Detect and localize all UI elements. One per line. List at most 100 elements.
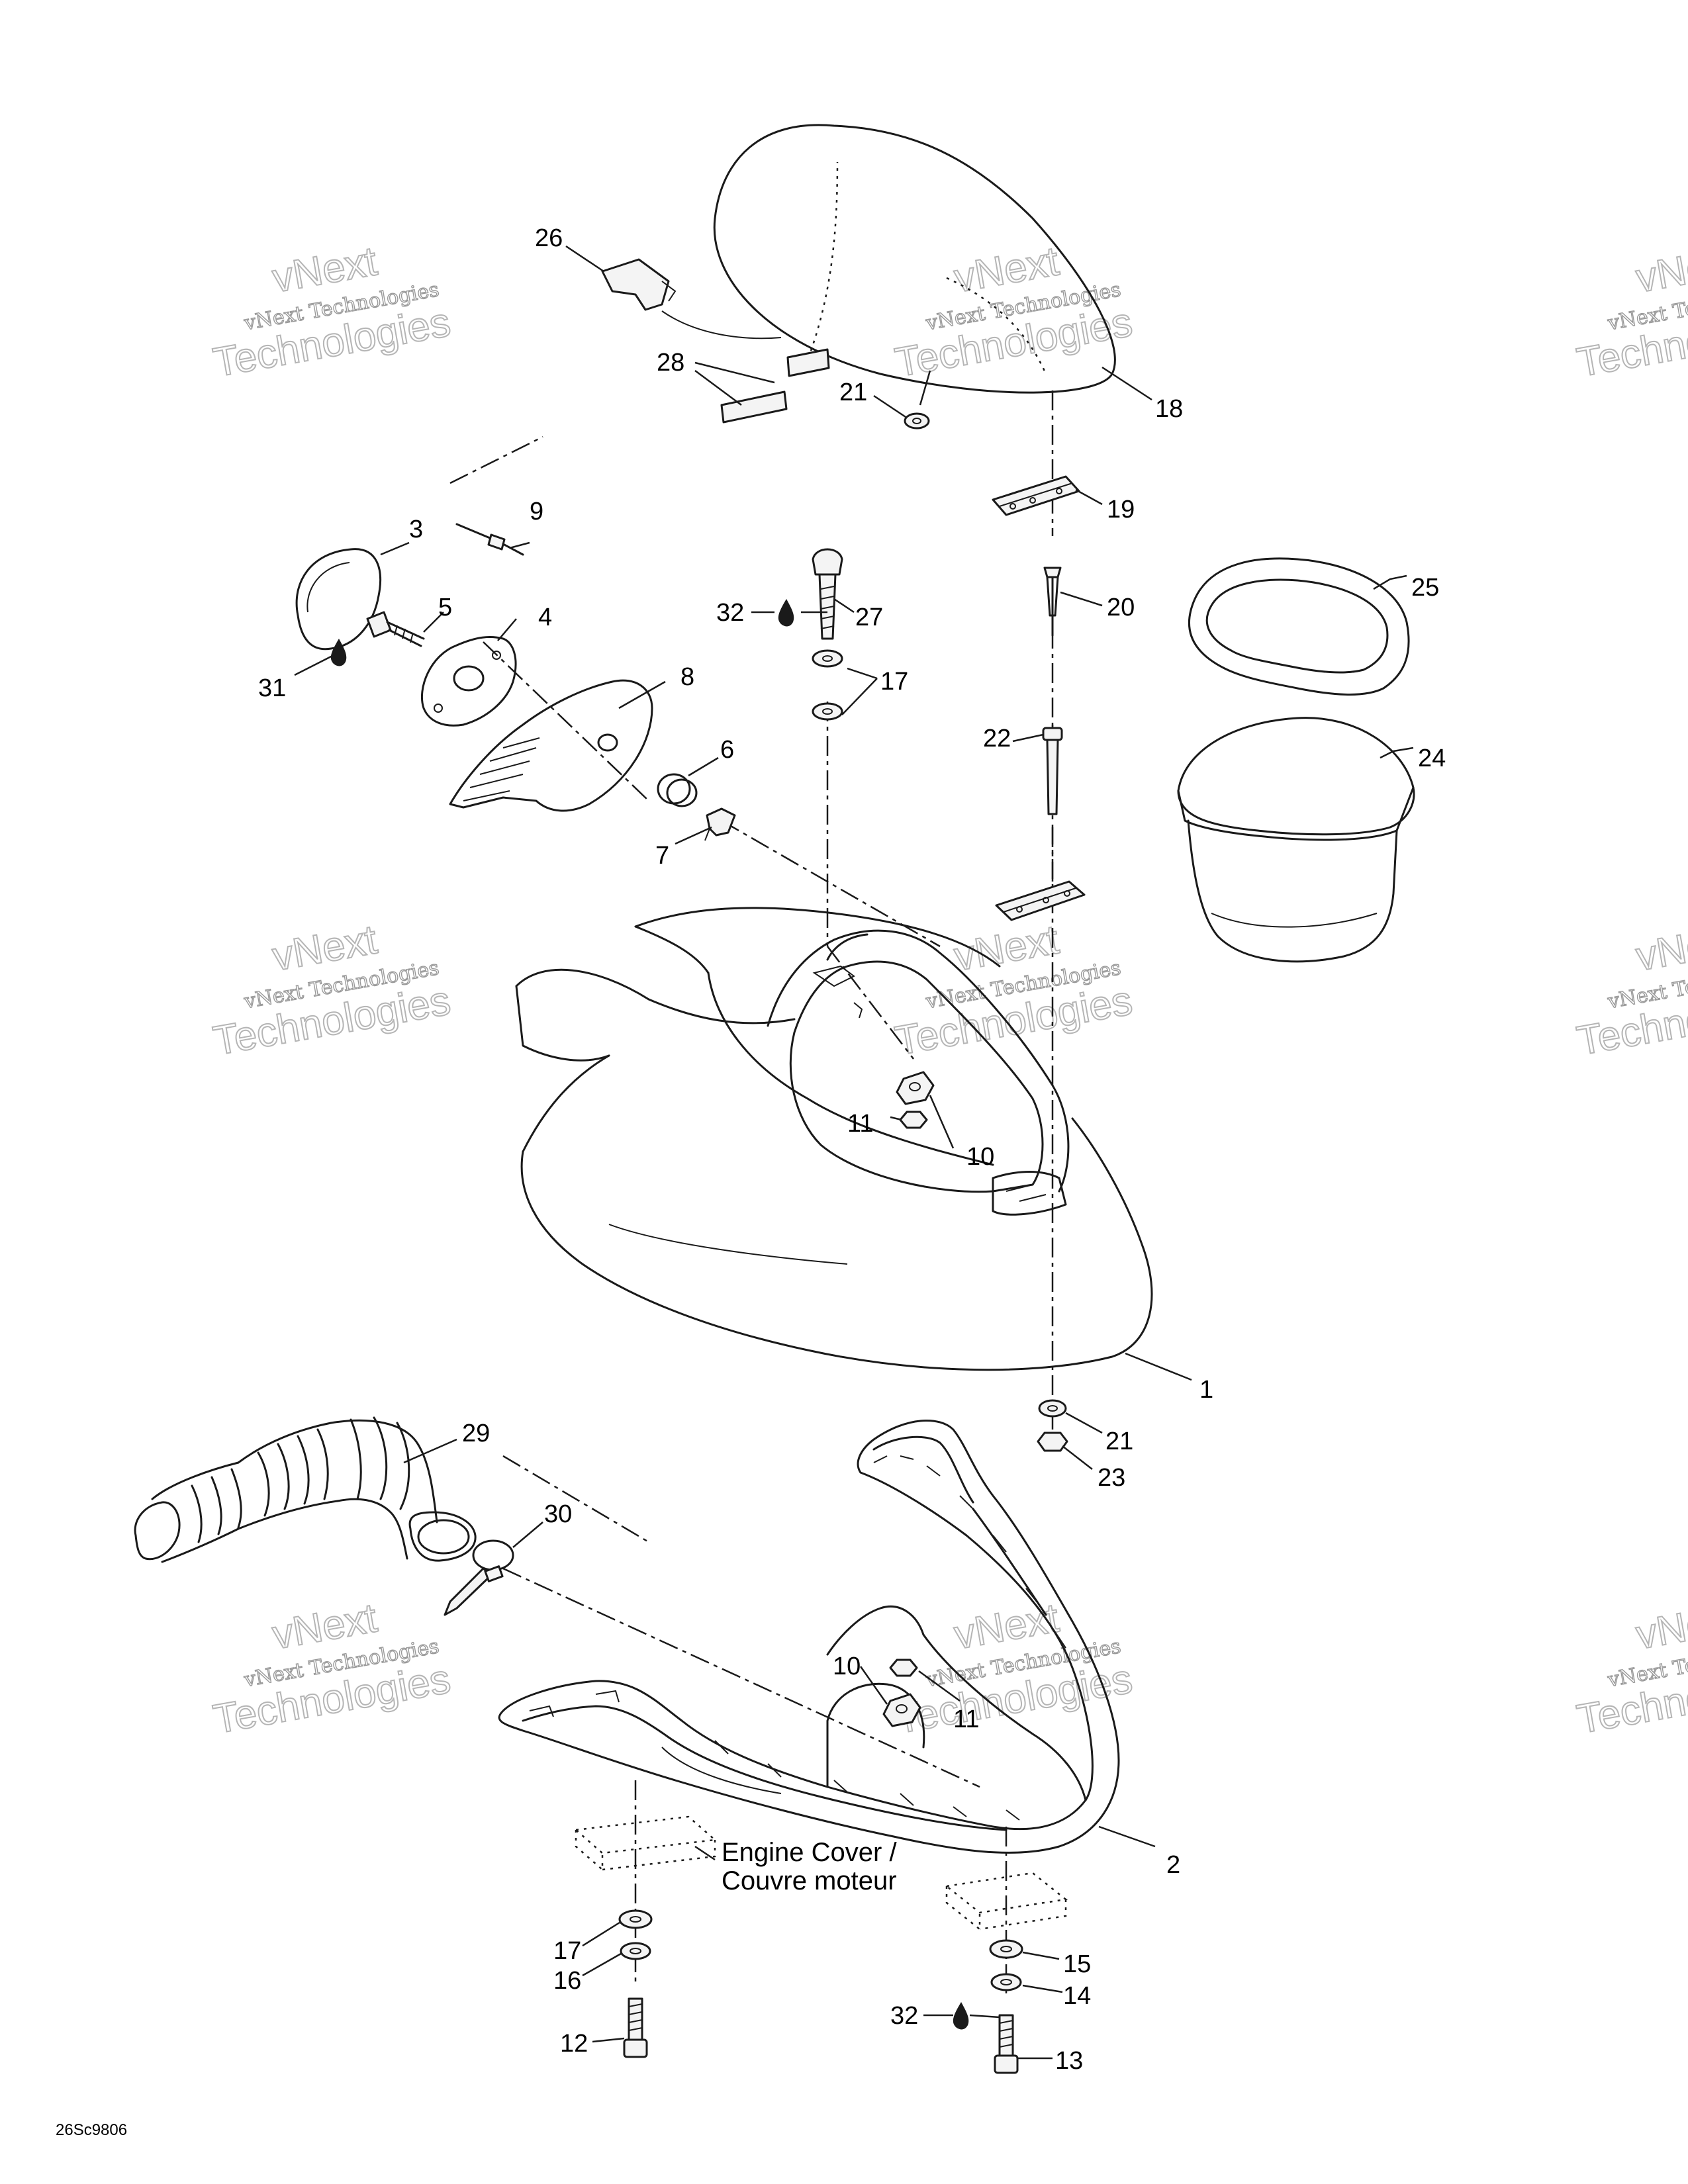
callout-13: 13 — [1055, 2047, 1083, 2075]
bolt-part-27 — [812, 548, 843, 640]
hinge-part-19 — [992, 475, 1080, 516]
callout-19: 19 — [1107, 496, 1135, 523]
callout-22: 22 — [983, 725, 1011, 752]
trim-ring-part-25 — [1188, 557, 1410, 696]
callout-21-top: 21 — [839, 379, 867, 406]
svg-text:vNext: vNext — [1632, 917, 1688, 979]
threadlocker-drop-icon-32-lower — [953, 2002, 969, 2030]
callout-31: 31 — [258, 674, 286, 702]
lock-washer-part-16-hole — [630, 1948, 641, 1954]
drawing-code: 26Sc9806 — [56, 2121, 127, 2139]
watermark-right-top: vNext vNext Technologies Technologies — [1573, 238, 1688, 387]
callout-8: 8 — [680, 663, 694, 691]
watermark-left-bottom: vNext vNext Technologies Technologies — [209, 1594, 454, 1743]
watermark-left-top: vNext vNext Technologies Technologies — [209, 238, 454, 387]
seat-panel-part-18 — [661, 124, 1116, 394]
spring-part-6 — [657, 773, 698, 807]
callout-11-lower: 11 — [953, 1706, 979, 1733]
hose-clamp-part-30 — [444, 1539, 514, 1616]
washer-part-21-top-hole — [912, 418, 921, 424]
insert-part-10-upper — [896, 1071, 935, 1105]
callout-23: 23 — [1098, 1464, 1125, 1492]
callout-2: 2 — [1166, 1851, 1180, 1879]
callout-29: 29 — [462, 1420, 490, 1447]
callout-21-bottom: 21 — [1105, 1428, 1133, 1455]
rivet-part-20 — [1043, 567, 1062, 637]
washer-part-17-upper-a-hole — [822, 655, 833, 662]
engine-cover-pad-left — [574, 1815, 717, 1872]
watermark-left-middle: vNext vNext Technologies Technologies — [209, 916, 454, 1065]
pin-part-9 — [455, 523, 524, 556]
svg-text:vNext: vNext — [1632, 1595, 1688, 1658]
screw-part-22 — [1042, 727, 1063, 815]
callout-28: 28 — [657, 349, 684, 377]
callout-10-lower: 10 — [833, 1653, 861, 1680]
callout-27: 27 — [855, 604, 883, 631]
washer-part-21-bottom-hole — [1047, 1405, 1058, 1412]
washer-part-17-upper-b — [812, 702, 843, 721]
callout-32-lower: 32 — [890, 2002, 918, 2030]
washer-part-17-upper-b-hole — [822, 708, 833, 715]
callout-24: 24 — [1418, 745, 1446, 772]
callout-12: 12 — [560, 2030, 588, 2058]
callout-6: 6 — [720, 736, 734, 764]
mirror-glass-part-3 — [295, 548, 382, 651]
screw-part-12 — [623, 1997, 648, 2058]
clip-part-7 — [704, 807, 736, 841]
bellows-hose-part-29 — [134, 1416, 477, 1563]
engine-cover-pad-right — [944, 1872, 1068, 1931]
mount-plate-part-4 — [420, 635, 517, 727]
callout-15: 15 — [1063, 1950, 1091, 1978]
callout-17-lower: 17 — [553, 1937, 581, 1965]
callout-7: 7 — [655, 842, 669, 870]
callout-32-upper: 32 — [716, 599, 744, 627]
vent-cover-part-8 — [449, 679, 653, 812]
washer-part-15 — [989, 1939, 1023, 1959]
storage-bin-part-24 — [1177, 717, 1415, 963]
washer-part-17-lower — [618, 1909, 653, 1929]
callout-10-upper: 10 — [966, 1143, 994, 1171]
engine-cover-note-line-1: Engine Cover / — [722, 1838, 897, 1867]
callout-25: 25 — [1411, 574, 1439, 602]
top-deck-part-1 — [515, 907, 1153, 1371]
callout-20: 20 — [1107, 594, 1135, 621]
threadlocker-drop-icon-31 — [330, 639, 347, 666]
insert-part-10-lower — [882, 1693, 921, 1727]
watermark-right-bottom: vNext vNext Technologies Technologies — [1573, 1594, 1688, 1743]
callout-26: 26 — [535, 224, 563, 252]
callout-4: 4 — [538, 604, 552, 631]
callout-14: 14 — [1063, 1982, 1091, 2010]
callout-17-upper: 17 — [880, 668, 908, 696]
callout-leader-lines — [294, 245, 1414, 2060]
callout-9: 9 — [530, 498, 543, 525]
nut-part-23 — [1037, 1432, 1068, 1452]
screw-part-13 — [994, 2014, 1019, 2074]
lock-washer-part-14 — [990, 1973, 1022, 1991]
lower-frame-part-2 — [498, 1420, 1120, 1854]
pads-part-28 — [720, 348, 830, 424]
engine-cover-note-line-2: Couvre moteur — [722, 1866, 897, 1895]
washer-part-17-upper-a — [812, 649, 843, 668]
svg-text:vNext: vNext — [1632, 238, 1688, 301]
hinge-part-lower — [995, 880, 1086, 921]
callout-30: 30 — [544, 1500, 572, 1528]
callout-5: 5 — [438, 594, 452, 621]
bolt-part-5 — [366, 611, 425, 647]
washer-part-17-lower-hole — [630, 1916, 641, 1923]
washer-part-21-bottom — [1038, 1399, 1067, 1418]
nut-part-11-upper — [899, 1111, 928, 1129]
watermark-center-bottom: vNext vNext Technologies Technologies — [891, 1594, 1136, 1743]
callout-3: 3 — [409, 516, 423, 543]
lock-washer-part-14-hole — [1000, 1979, 1012, 1985]
washer-part-21-top — [904, 412, 930, 430]
threadlocker-drop-icon-32-upper — [778, 599, 794, 627]
watermark-center-top: vNext vNext Technologies Technologies — [891, 238, 1136, 387]
lock-washer-part-16 — [620, 1942, 651, 1960]
callout-11-upper: 11 — [847, 1110, 873, 1138]
washer-part-15-hole — [1000, 1946, 1012, 1952]
watermark-right-middle: vNext vNext Technologies Technologies — [1573, 916, 1688, 1065]
callout-16: 16 — [553, 1967, 581, 1995]
nut-part-11-lower — [889, 1659, 918, 1677]
callout-18: 18 — [1155, 395, 1183, 423]
